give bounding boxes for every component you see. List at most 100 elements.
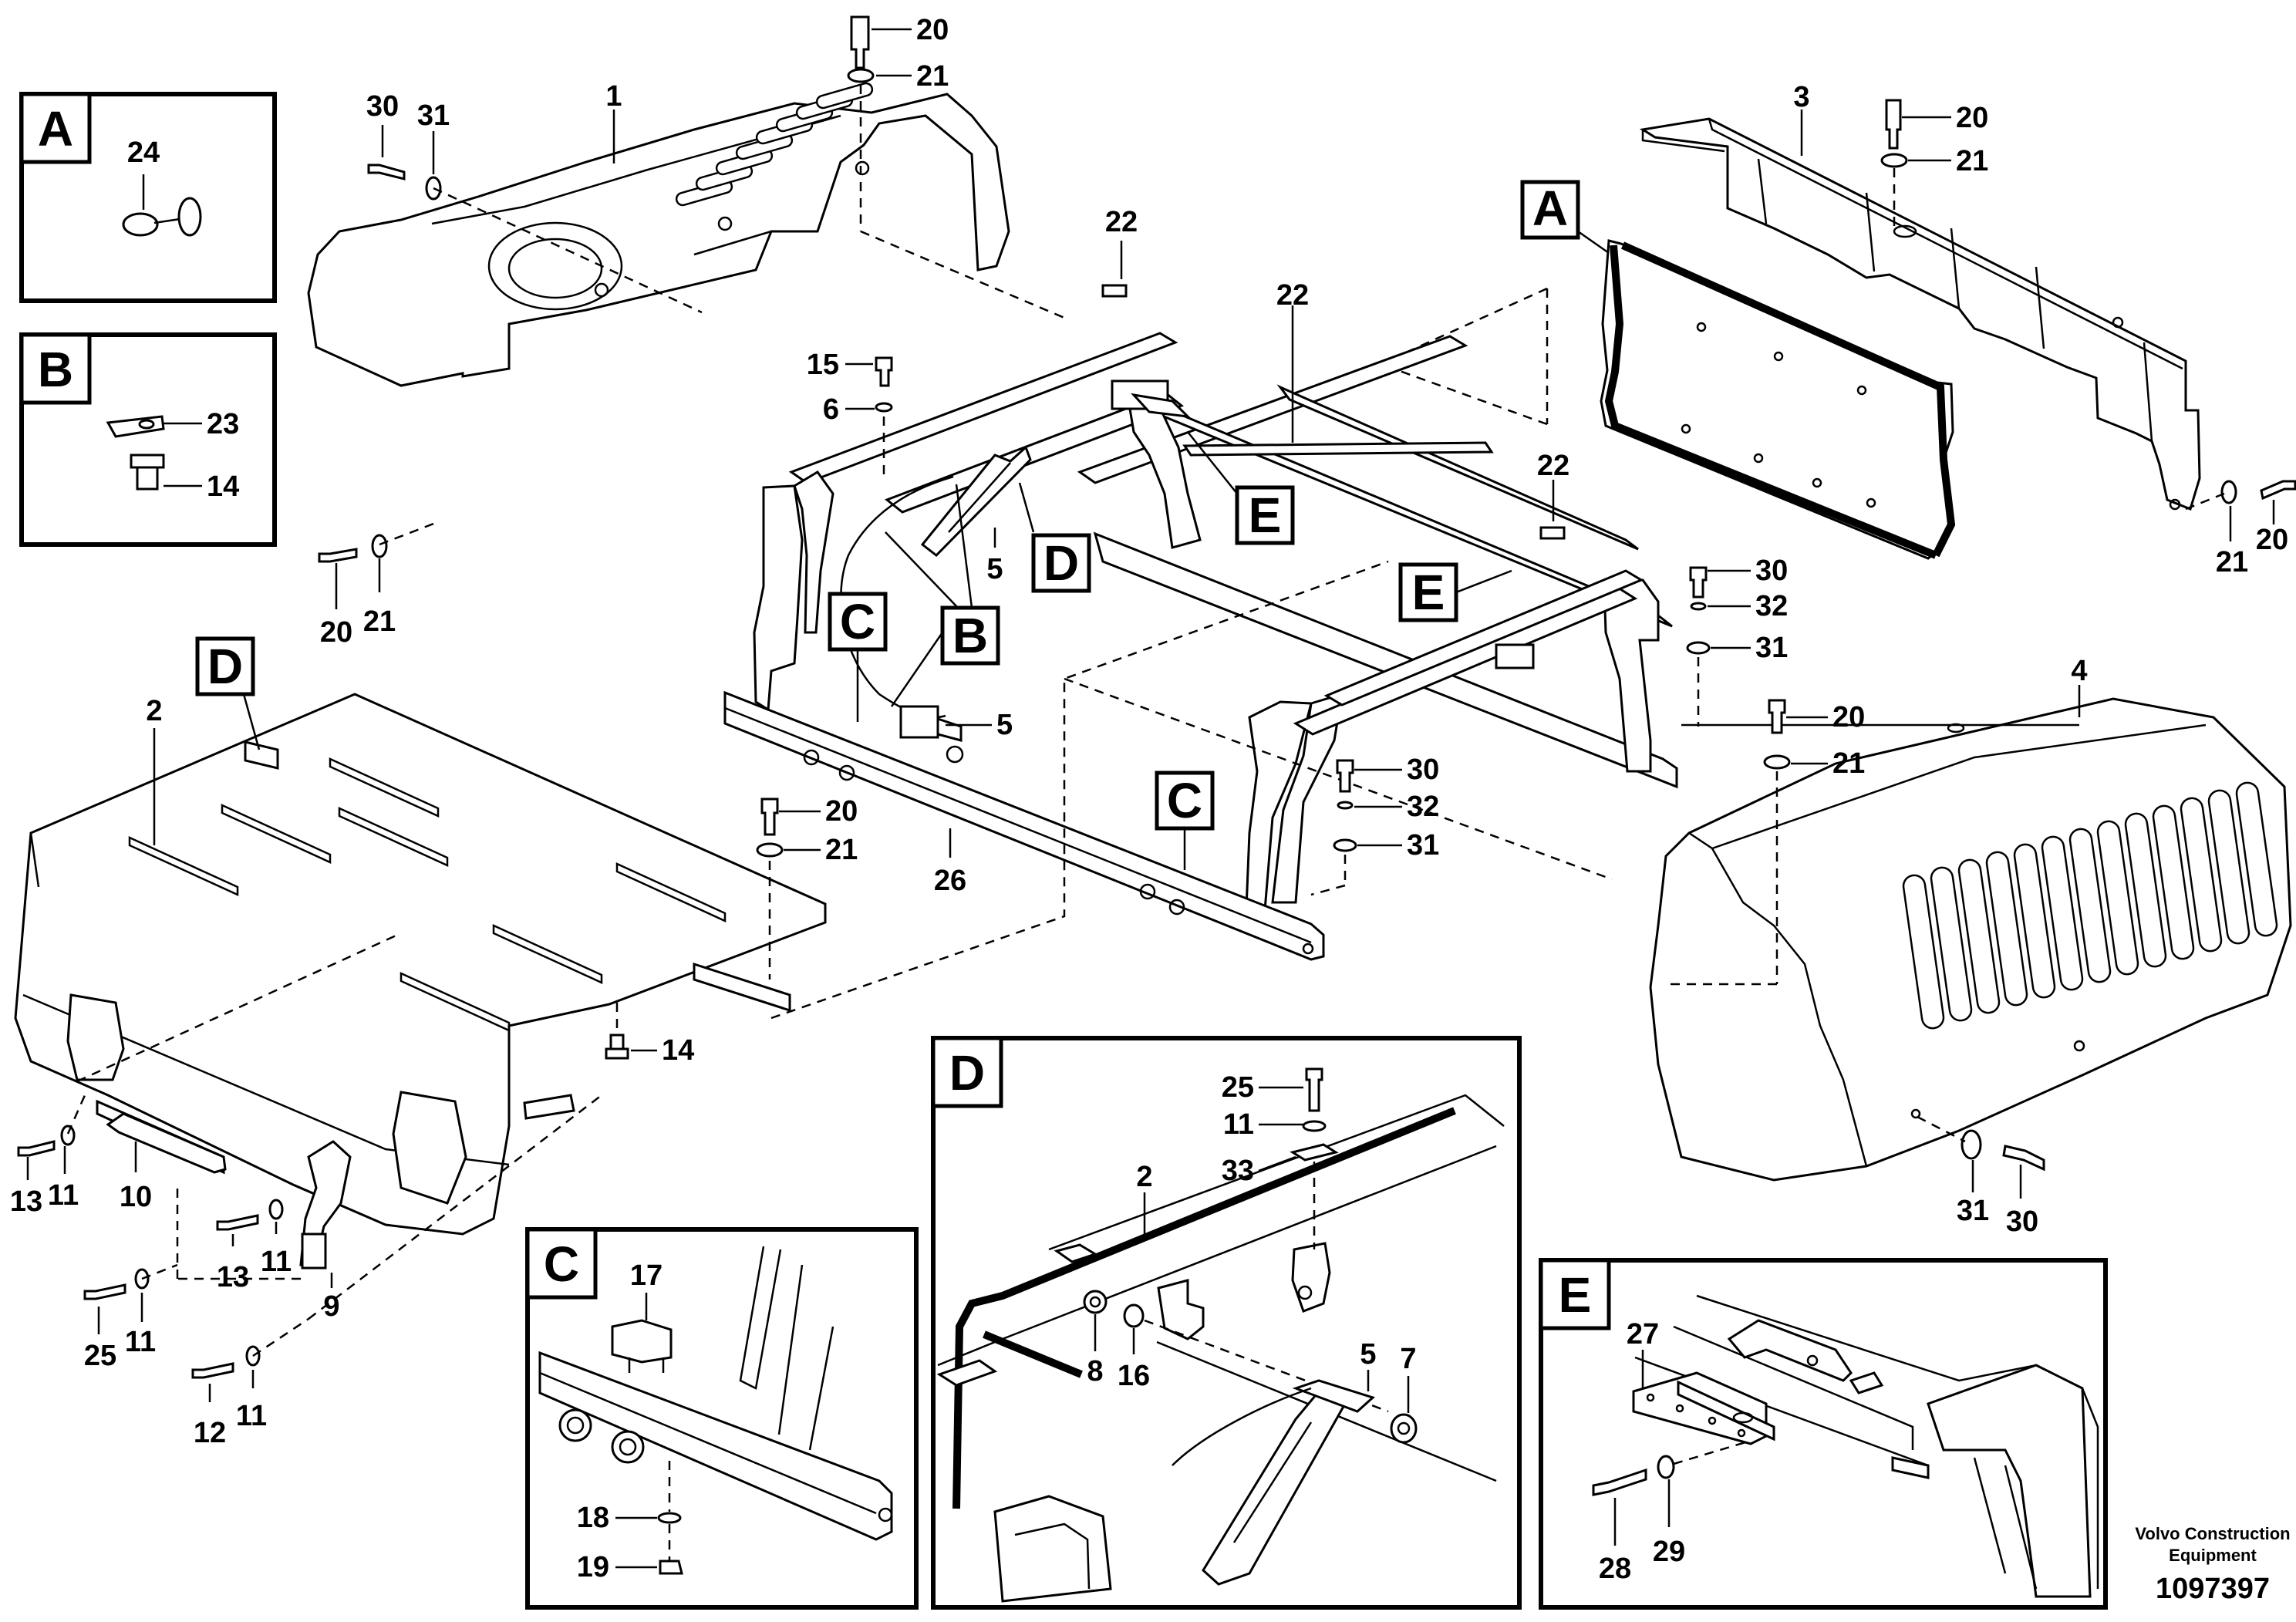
rear-panel-part-3 [1639,117,2201,511]
callout-20-d: 20 [2256,524,2288,556]
callout-20-b: 20 [916,14,949,46]
seal-strip-part-22 [1101,284,1566,540]
callout-25-main: 25 [84,1340,116,1372]
callout-22-b: 22 [1276,279,1309,312]
detail-tag-b-frame-1: B [952,608,988,663]
callout-13-a: 13 [10,1185,42,1218]
callout-1: 1 [605,80,622,113]
callout-27: 27 [1627,1318,1659,1351]
latch-part-5-d [1172,1379,1418,1586]
detail-tag-d-inset: D [949,1045,985,1101]
drawing-number: 1097397 [2156,1573,2270,1605]
fasteners-top-center [847,15,875,83]
grille-vent-slots [1902,781,2278,1030]
callout-22-c: 22 [1537,450,1569,482]
front-cover-slots [128,757,727,1032]
callout-9: 9 [323,1290,339,1323]
callout-30-d: 30 [2006,1206,2038,1238]
callout-11-a: 11 [48,1179,79,1212]
fasteners-part-4-bottom [1961,1129,2045,1172]
detail-panel-d: D 25 11 33 2 [931,1036,1522,1610]
publisher-credit: Volvo Construction Equipment 1097397 [2135,1524,2290,1605]
callout-11-c: 11 [125,1326,156,1358]
fasteners-28-29 [1592,1455,1675,1496]
credit-line-1: Volvo Construction [2135,1524,2290,1543]
latch-part-5-upper [920,445,1032,558]
detail-tag-d-frame: D [1043,535,1079,591]
callout-5-b: 5 [996,709,1013,741]
gasket-seal-strip [1600,239,1956,560]
detail-tag-c-inset: C [544,1236,579,1292]
fastener-14-cover [605,1034,629,1060]
callout-11-d: 11 [236,1400,267,1432]
callout-22-a: 22 [1105,206,1138,238]
callout-26: 26 [934,865,966,897]
fasteners-25-11-33 [1290,1067,1339,1162]
callout-17: 17 [630,1259,663,1292]
callout-5-a: 5 [986,553,1003,585]
detail-tag-c-frame: C [840,594,875,649]
callout-3: 3 [1793,81,1809,113]
fasteners-part-3-right [2220,480,2296,504]
callout-14-b: 14 [662,1034,694,1067]
fasteners-25-11 [83,1268,150,1300]
fasteners-13-11-left [17,1125,76,1157]
handle-part-10 [106,1112,227,1174]
callout-11-e: 11 [1223,1108,1254,1141]
callout-20-e: 20 [1832,701,1865,733]
callout-28: 28 [1599,1553,1631,1585]
nut-part-19 [659,1560,683,1575]
callout-21-a: 21 [363,605,396,638]
fasteners-part-3-top [1880,99,1908,168]
fasteners-part-4-top [1763,699,1791,770]
fasteners-frame-right-lower [1333,759,1357,852]
callout-7: 7 [1400,1343,1416,1375]
callout-33: 33 [1222,1155,1254,1187]
callout-15: 15 [807,349,839,381]
callout-29: 29 [1653,1536,1685,1568]
fasteners-15-6 [875,356,893,413]
detail-tag-e-frame-1: E [1249,487,1282,543]
callout-30-b: 30 [1755,555,1788,587]
detail-tag-a-main: A [1532,180,1568,236]
callout-23: 23 [207,408,239,440]
callout-30-c: 30 [1407,754,1439,786]
front-cover-part-2 [14,693,827,1236]
grille-cover-part-4 [1649,697,2292,1182]
fasteners-part-1-left [367,164,442,201]
hinge-e-frame [1131,393,1192,419]
callout-11-b: 11 [261,1246,292,1278]
callout-20-c: 20 [1956,102,1988,134]
detail-panel-e: E 27 28 29 [1539,1258,2108,1610]
callout-25-d: 25 [1222,1071,1254,1104]
detail-panel-a: A 24 [19,92,277,303]
detail-tag-e-inset: E [1559,1267,1592,1323]
callout-21-d: 21 [2216,546,2248,578]
callout-8: 8 [1087,1355,1103,1388]
fasteners-part-2-top [756,798,784,858]
clip-nut-part [106,415,165,491]
callout-31-b: 31 [1755,632,1788,664]
mounting-bar-part-26 [723,690,1325,961]
support-frame [753,332,1678,912]
fasteners-13-11-center [216,1199,284,1231]
detail-tag-e-frame-2: E [1412,565,1445,620]
detail-tag-c-bar: C [1167,773,1202,828]
callout-12: 12 [194,1417,226,1449]
callout-31-c: 31 [1407,829,1439,862]
callout-31-d: 31 [1957,1195,1989,1227]
magnet-part-17 [611,1319,673,1373]
fasteners-12-11 [191,1345,261,1379]
micro-switch-part-5 [899,705,964,764]
nut-washer-8-16 [1083,1290,1145,1328]
callout-30-a: 30 [366,90,399,123]
callout-21-b: 21 [916,60,949,93]
callout-32-b: 32 [1407,791,1439,823]
top-cover-part-1 [307,82,1010,387]
top-cover-vent-slots [675,82,874,207]
detail-tag-a-inset: A [38,101,73,157]
push-rivet-part [122,197,202,237]
callout-32-a: 32 [1755,590,1788,622]
callout-13-b: 13 [217,1261,249,1293]
